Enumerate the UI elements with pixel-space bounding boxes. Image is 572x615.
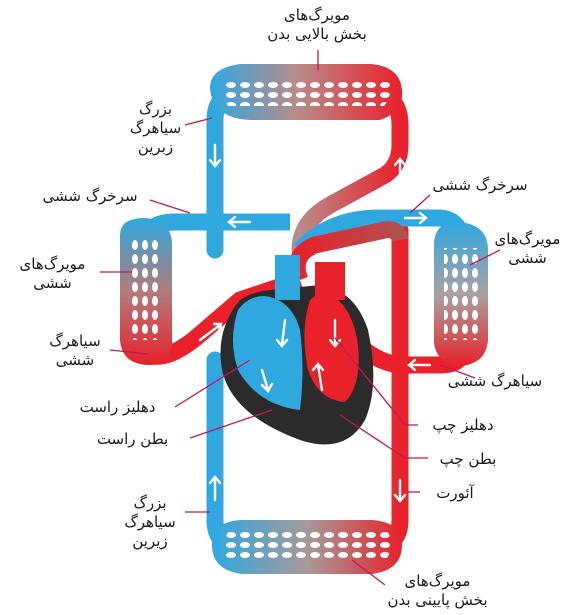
aortic-arch [297, 230, 400, 280]
label-pulmonary-artery-left: سرخرگ ششی [30, 187, 150, 206]
label-pv-right-text: سیاهرگ ششی [440, 372, 550, 391]
label-pv-left-line2: ششی [40, 351, 110, 370]
label-lung-left-line1: مویرگ‌های [5, 255, 100, 274]
label-left-ventricle-text: بطن چپ [428, 450, 508, 469]
label-ivc-line3: زیرین [110, 532, 190, 551]
leader-pa-left [150, 200, 190, 213]
label-lower-capillaries: مویرگ‌های بخش پایینی بدن [370, 572, 505, 610]
label-lung-left-line2: ششی [5, 274, 100, 293]
label-pulmonary-artery-right: سرخرگ ششی [420, 176, 540, 195]
label-lower-capillaries-line1: مویرگ‌های [370, 572, 505, 591]
label-lung-capillaries-left: مویرگ‌های ششی [5, 255, 100, 293]
label-right-ventricle-text: بطن راست [75, 430, 190, 449]
label-lung-right-line1: مویرگ‌های [485, 230, 570, 249]
label-pulmonary-vein-right: سیاهرگ ششی [440, 372, 550, 391]
label-ivc-line2: سیاهرگ [110, 513, 190, 532]
label-upper-capillaries-line1: مویرگ‌های [252, 6, 382, 25]
label-aorta-text: آئورت [420, 484, 490, 503]
label-upper-capillaries: مویرگ‌های بخش بالایی بدن [252, 6, 382, 44]
label-pv-left-line1: سیاهرگ [40, 332, 110, 351]
label-inferior-vena-cava: بزرگ سیاهرگ زیرین [110, 494, 190, 551]
label-right-ventricle: بطن راست [75, 430, 190, 449]
label-aorta: آئورت [420, 484, 490, 503]
leader-right-ventricle [190, 410, 272, 438]
label-right-atrium: دهلیز راست [60, 398, 175, 417]
label-right-atrium-text: دهلیز راست [60, 398, 175, 417]
label-left-ventricle: بطن چپ [428, 450, 508, 469]
label-svc-line1: بزرگ [118, 100, 193, 119]
label-svc-line3: زبرین [118, 138, 193, 157]
label-left-atrium: دهلیز چپ [418, 416, 508, 435]
label-superior-vena-cava: بزرگ سیاهرگ زبرین [118, 100, 193, 157]
label-pulmonary-vein-left: سیاهرگ ششی [40, 332, 110, 370]
label-lung-capillaries-right: مویرگ‌های ششی [485, 230, 570, 268]
label-lower-capillaries-line2: بخش پایینی بدن [370, 591, 505, 610]
label-left-atrium-text: دهلیز چپ [418, 416, 508, 435]
label-pa-left-text: سرخرگ ششی [30, 187, 150, 206]
label-pa-right-text: سرخرگ ششی [420, 176, 540, 195]
label-ivc-line1: بزرگ [110, 494, 190, 513]
label-svc-line2: سیاهرگ [118, 119, 193, 138]
label-upper-capillaries-line2: بخش بالایی بدن [252, 25, 382, 44]
heart [220, 255, 373, 445]
label-lung-right-line2: ششی [485, 249, 570, 268]
